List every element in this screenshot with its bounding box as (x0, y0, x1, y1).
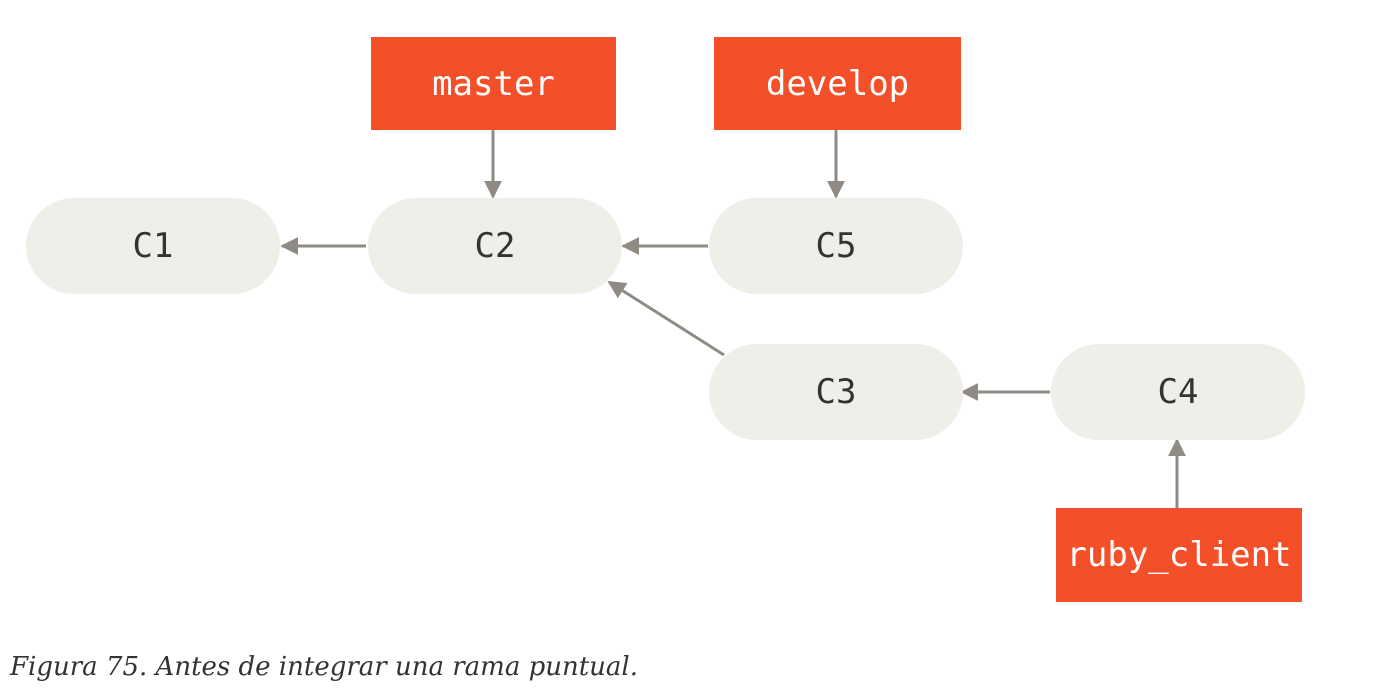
arrows-layer (280, 130, 1186, 508)
branch-develop: develop (714, 37, 961, 130)
commit-c3: C3 (709, 344, 963, 440)
commit-c1: C1 (26, 198, 280, 294)
git-branch-diagram: master develop ruby_client C1 C2 C5 C3 C… (26, 37, 1305, 602)
edge-c3-c2 (607, 280, 725, 357)
commit-c5: C5 (709, 198, 963, 294)
figure-caption: Figura 75. Antes de integrar una rama pu… (10, 652, 638, 682)
commit-c4: C4 (1051, 344, 1305, 440)
branch-master: master (371, 37, 616, 130)
branch-ruby-client: ruby_client (1056, 508, 1302, 602)
commit-c2: C2 (368, 198, 622, 294)
